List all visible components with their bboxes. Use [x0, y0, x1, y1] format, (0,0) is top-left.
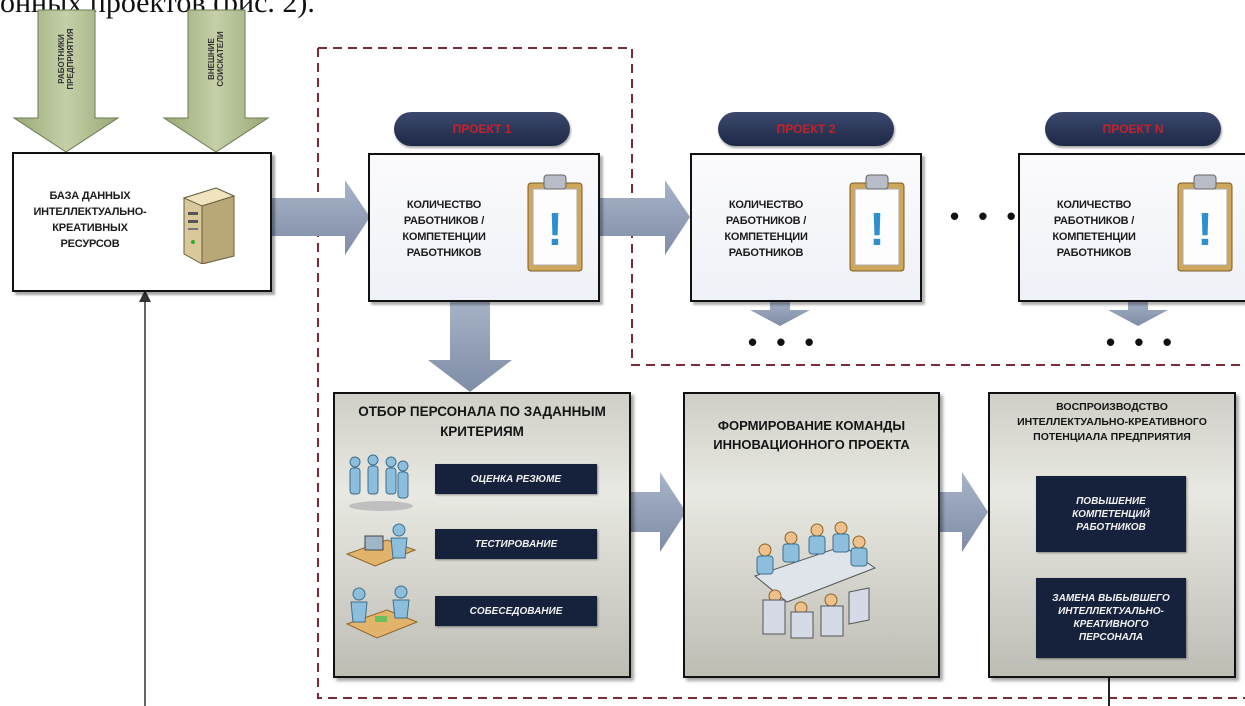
clipboard-icon: !	[524, 169, 586, 282]
clipboard-icon: !	[846, 169, 908, 282]
team-heading: ФОРМИРОВАНИЕ КОМАНДЫ ИННОВАЦИОННОГО ПРОЕ…	[713, 418, 910, 452]
database-box: БАЗА ДАННЫХ ИНТЕЛЛЕКТУАЛЬНО- КРЕАТИВНЫХ …	[12, 152, 272, 292]
arrow-project1-to-project2	[596, 180, 690, 255]
project-1-text: КОЛИЧЕСТВО РАБОТНИКОВ / КОМПЕТЕНЦИИ РАБО…	[402, 199, 486, 259]
arrow-selection-to-team	[628, 472, 686, 552]
input-arrow-employees	[12, 9, 120, 153]
item-replacement: ЗАМЕНА ВЫБЫВШЕГО ИНТЕЛЛЕКТУАЛЬНО- КРЕАТИ…	[1036, 578, 1186, 658]
ellipsis-project-2: • • •	[748, 327, 820, 357]
arrow-team-to-reproduction	[938, 472, 988, 552]
step-resume-review: ОЦЕНКА РЕЗЮМЕ	[435, 464, 597, 494]
team-block: ФОРМИРОВАНИЕ КОМАНДЫ ИННОВАЦИОННОГО ПРОЕ…	[683, 392, 940, 678]
feedback-arrowhead	[139, 290, 151, 302]
step-interview: СОБЕСЕДОВАНИЕ	[435, 596, 597, 626]
ellipsis-project-n: • • •	[1106, 327, 1178, 357]
project-n-pill: ПРОЕКТ N	[1045, 112, 1221, 146]
project-1-pill: ПРОЕКТ 1	[394, 112, 570, 146]
project-2-box: КОЛИЧЕСТВО РАБОТНИКОВ / КОМПЕТЕНЦИИ РАБО…	[690, 153, 922, 302]
meeting-table-icon	[735, 516, 885, 645]
people-group-icon	[345, 452, 417, 519]
reproduction-heading: ВОСПРОИЗВОДСТВО ИНТЕЛЛЕКТУАЛЬНО-КРЕАТИВН…	[1017, 401, 1207, 443]
svg-text:!: !	[1197, 203, 1212, 255]
server-icon	[176, 184, 240, 269]
arrow-project2-down	[750, 298, 810, 326]
svg-text:!: !	[869, 203, 884, 255]
item-competence-growth: ПОВЫШЕНИЕ КОМПЕТЕНЦИЙ РАБОТНИКОВ	[1036, 476, 1186, 552]
computer-desk-icon	[343, 518, 419, 579]
interview-icon	[341, 580, 421, 649]
project-2-pill: ПРОЕКТ 2	[718, 112, 894, 146]
project-n-text: КОЛИЧЕСТВО РАБОТНИКОВ / КОМПЕТЕНЦИИ РАБО…	[1052, 199, 1136, 259]
reproduction-block: ВОСПРОИЗВОДСТВО ИНТЕЛЛЕКТУАЛЬНО-КРЕАТИВН…	[988, 392, 1236, 678]
project-2-text: КОЛИЧЕСТВО РАБОТНИКОВ / КОМПЕТЕНЦИИ РАБО…	[724, 199, 808, 259]
svg-text:!: !	[547, 203, 562, 255]
step-testing: ТЕСТИРОВАНИЕ	[435, 529, 597, 559]
project-1-box: КОЛИЧЕСТВО РАБОТНИКОВ / КОМПЕТЕНЦИИ РАБО…	[368, 153, 600, 302]
ellipsis-between-projects: • • •	[950, 201, 1022, 231]
project-n-box: КОЛИЧЕСТВО РАБОТНИКОВ / КОМПЕТЕНЦИИ РАБО…	[1018, 153, 1245, 302]
arrow-projectN-down	[1108, 298, 1168, 326]
selection-block: ОТБОР ПЕРСОНАЛА ПО ЗАДАННЫМ КРИТЕРИЯМ ОЦ…	[333, 392, 631, 678]
clipboard-icon: !	[1174, 169, 1236, 282]
arrow-db-to-project1	[270, 180, 370, 255]
input-arrow-external	[162, 9, 270, 153]
selection-heading: ОТБОР ПЕРСОНАЛА ПО ЗАДАННЫМ КРИТЕРИЯМ	[358, 404, 606, 439]
database-label: БАЗА ДАННЫХ ИНТЕЛЛЕКТУАЛЬНО- КРЕАТИВНЫХ …	[33, 190, 147, 250]
arrow-project1-to-selection	[428, 298, 512, 392]
